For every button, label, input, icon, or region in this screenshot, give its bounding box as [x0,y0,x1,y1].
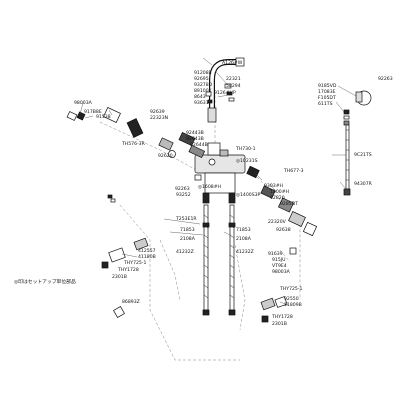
label-22320v: 22320V [268,219,287,225]
setup-unit-note: ◎印はセットアップ単位部品 [14,278,76,285]
label-92639: 92639 [150,109,165,115]
label-1608h: ◎1608#H [198,184,221,190]
left-cartridge [66,107,206,159]
label-17083e: 17083E [318,89,336,95]
label-611ts: 611TS [318,101,333,107]
label-8643: 8643 [194,94,206,100]
label-91639: 91639 [268,251,283,257]
label-9c21ts: 9C21TS [354,152,372,158]
right-cartridge [246,165,318,237]
label-91538: 91538 [96,114,111,120]
label-2301b-right: 2301B [272,321,287,327]
label-98003a-right: 98003A [272,269,291,275]
supply-hoses [202,192,236,316]
label-thy1728-left: THY1728 [117,267,139,273]
label-1400s3p: ◎1400S3P [236,192,261,198]
label-11809b: 11809B [284,302,302,308]
label-41232z-left: 41232Z [176,249,194,255]
hand-shower [343,90,372,196]
label-thy1728-right: THY1728 [271,314,293,320]
spout-small-parts [205,83,235,104]
mixer-body [194,142,246,194]
label-92443b: 92443B [186,130,204,136]
label-f105dt: F105DT [318,95,336,101]
label-41232z-right: 41232Z [236,249,254,255]
label-92620: 92620 [158,153,173,159]
stop-valve-left [101,237,149,318]
label-thy725-left: THY725-1 [123,260,146,266]
label-915ju: 915JU [272,257,286,263]
part-labels: A126#W 91208E 92695 93278D 89100K 8643 9… [74,60,393,327]
label-t253e1r: T253E1R [175,216,197,222]
label-2108a-right: 2108A [236,236,252,242]
label-92643b: 92643B [186,136,204,142]
stop-valve-right [260,247,297,323]
label-92695: 92695 [194,76,209,82]
label-vt9e4: VT9E4 [272,263,287,269]
label-93278: 93278D [194,82,213,88]
label-2301b-left: 2301B [112,274,127,280]
label-1300h: 1300#H [270,189,289,195]
label-412557: 412557 [138,248,156,254]
spout [207,57,245,123]
label-91208e: 91208E [194,70,212,76]
label-89100: 89100K [194,88,213,94]
label-9126hp: 9126#HP [214,90,236,96]
label-thy725-right: THY725-1 [279,286,302,292]
label-9303h: 9303#H [264,183,283,189]
label-71853-right: 71853 [236,227,251,233]
label-92820: 92820 [270,195,285,201]
label-9185vd: 9185VD [318,83,337,89]
label-22321: 22321 [226,76,241,82]
label-86893z: 86893Z [122,299,140,305]
label-a126: A126#W [222,60,243,66]
leader-lines [79,57,357,306]
label-917b8e: 917B8E [84,109,102,115]
label-94307r: 94307R [354,181,373,187]
label-92550: 92550 [284,296,299,302]
label-41180b: 41180B [138,254,156,260]
label-93252: 93252 [176,192,191,198]
label-2108a-left: 2108A [180,236,196,242]
label-th576: TH576-3R [121,141,146,147]
label-93631: 93631 [194,100,209,106]
label-10231s: ◎10231S [236,158,258,164]
label-98003a: 98003A [74,100,93,106]
label-92644b: 92644B [190,142,208,148]
label-th677: TH677-3 [283,168,304,174]
label-58294: 58294 [226,83,241,89]
label-92638: 92638 [276,227,291,233]
label-9285dt: 9285DT [280,201,298,207]
label-92263: 92263 [175,186,190,192]
label-71853-left: 71853 [180,227,195,233]
label-92633: 92263 [378,76,393,82]
left-fittings [107,174,236,228]
label-th730: TH730-1 [235,146,256,152]
label-22323n: 22323N [150,115,168,121]
